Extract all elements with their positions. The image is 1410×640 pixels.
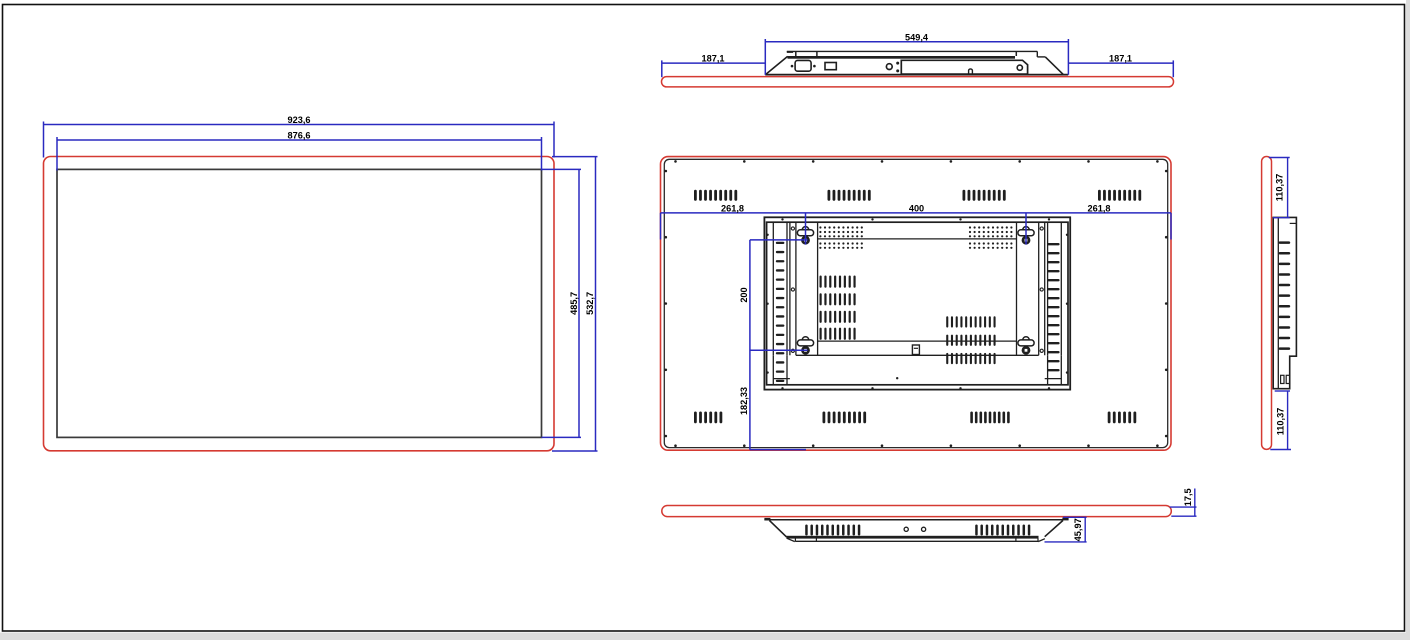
svg-text:110,37: 110,37 [1276,408,1286,436]
svg-text:187,1: 187,1 [702,54,725,64]
svg-text:400: 400 [909,204,924,214]
svg-text:17,5: 17,5 [1183,488,1193,506]
svg-text:45,97: 45,97 [1073,518,1083,541]
svg-text:923,6: 923,6 [288,115,311,125]
svg-text:200: 200 [739,287,749,302]
svg-text:187,1: 187,1 [1109,54,1132,64]
svg-text:182,33: 182,33 [739,387,749,415]
svg-text:485,7: 485,7 [569,292,579,315]
svg-text:261,8: 261,8 [721,204,744,214]
svg-text:549,4: 549,4 [905,32,929,42]
svg-text:876,6: 876,6 [288,131,311,141]
svg-text:110,37: 110,37 [1275,174,1285,202]
svg-text:532,7: 532,7 [585,292,595,315]
svg-text:261,8: 261,8 [1088,204,1111,214]
